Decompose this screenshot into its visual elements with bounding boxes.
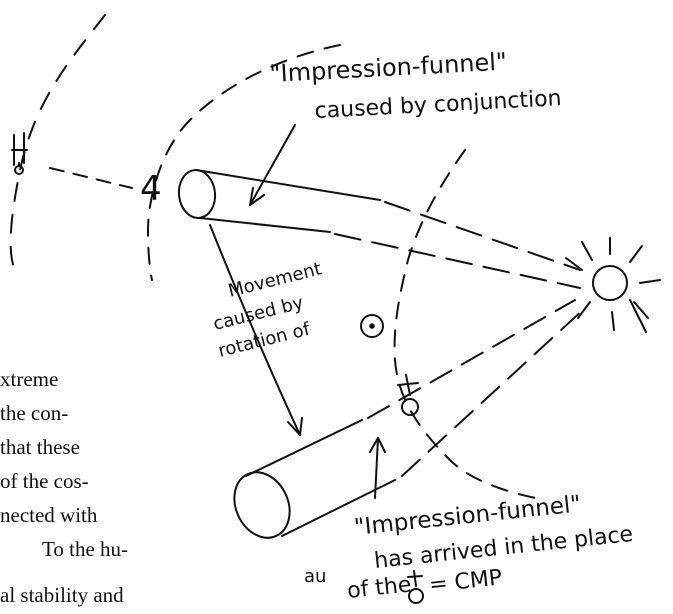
text-line-5: nected with — [0, 503, 98, 527]
text-line-6: To the hu- — [42, 537, 129, 561]
upper-funnel-opening — [177, 169, 217, 219]
bottom-label-arrowhead — [369, 437, 386, 453]
bottom-label-cmp: = CMP — [428, 565, 503, 597]
stray-text: au — [304, 566, 326, 587]
lower-funnel-top-edge — [245, 419, 363, 477]
jupiter-symbol: 4 — [140, 169, 162, 209]
upper-funnel-top-edge — [195, 169, 381, 201]
movement-arrowhead — [287, 417, 303, 436]
lower-funnel-opening — [233, 471, 291, 539]
upper-funnel-top-dash — [384, 201, 581, 271]
movement-arrow — [209, 224, 301, 436]
movement-line1: Movement — [226, 258, 324, 301]
upper-funnel-bottom-dash — [334, 233, 581, 289]
bottom-label-arrow — [374, 437, 379, 499]
text-line-3: that these — [0, 435, 80, 459]
outer-orbit-arc — [9, 14, 106, 269]
inner-orbit-arc — [393, 149, 546, 501]
mercury-icon — [397, 374, 419, 416]
middle-orbit-arc — [146, 44, 341, 281]
uranus-jupiter-line — [49, 167, 133, 189]
top-label-line2: caused by conjunction — [314, 86, 562, 124]
text-line-1: xtreme — [0, 367, 59, 391]
uranus-icon — [11, 132, 28, 175]
lower-funnel-bottom-dash — [401, 307, 586, 477]
text-line-4: of the cos- — [0, 469, 89, 493]
top-label-arrowhead — [249, 187, 265, 206]
bottom-label-line3: of the — [346, 572, 413, 604]
lower-funnel-top-dash — [367, 299, 576, 419]
top-label-arrow — [249, 124, 296, 206]
sun-dot-symbol — [360, 314, 384, 338]
sun-icon — [565, 237, 661, 333]
text-line-2: the con- — [0, 401, 69, 425]
upper-funnel-bottom-edge — [199, 217, 331, 233]
text-line-7: al stability and — [0, 583, 124, 607]
mercury-label-icon — [407, 570, 424, 604]
